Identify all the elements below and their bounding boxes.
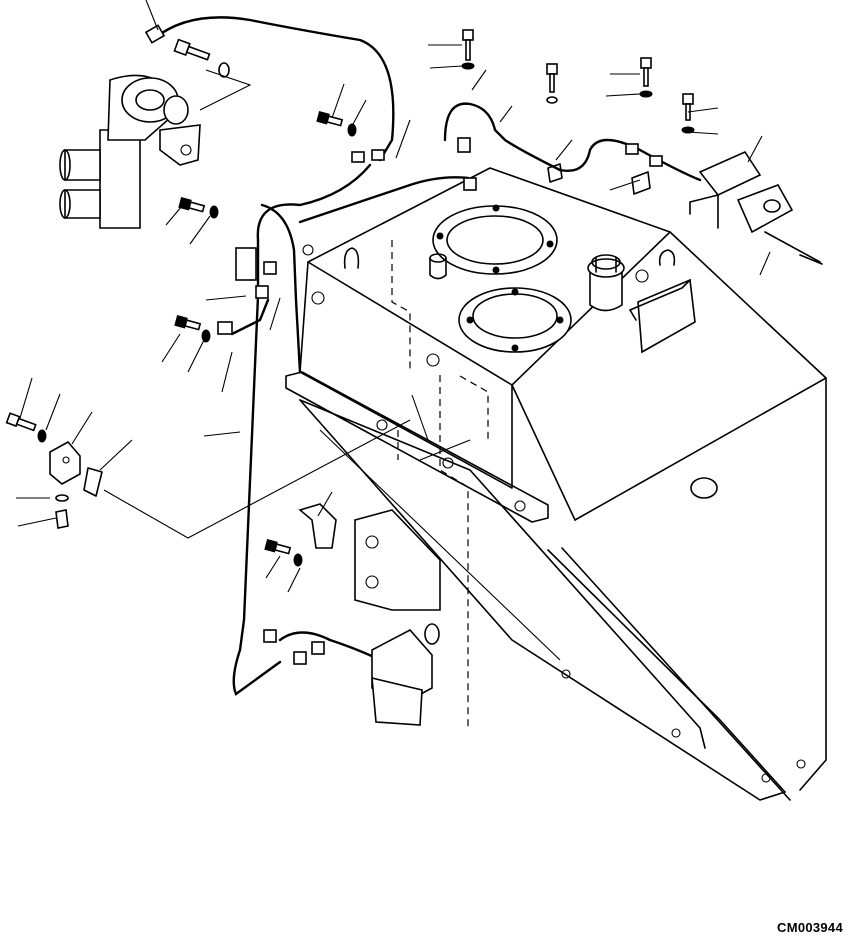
upper-port-flange (432, 204, 558, 275)
mounting-plate-lower (298, 503, 441, 611)
lower-port-flange (458, 287, 572, 353)
right-sensor-unit (689, 150, 821, 263)
harness-connectors (144, 24, 663, 665)
leader-lines (16, 0, 771, 593)
bolts (5, 29, 823, 567)
filler-neck (587, 254, 625, 312)
left-switch-unit (49, 440, 103, 497)
right-cover-plate (629, 278, 696, 354)
valve-assembly (59, 74, 201, 229)
top-fittings (302, 244, 676, 367)
lower-sensor-unit (371, 623, 440, 726)
hydraulic-tank-body (285, 167, 827, 801)
drawing-code-label: CM003944 (777, 920, 843, 935)
wiring-harness (153, 16, 702, 696)
